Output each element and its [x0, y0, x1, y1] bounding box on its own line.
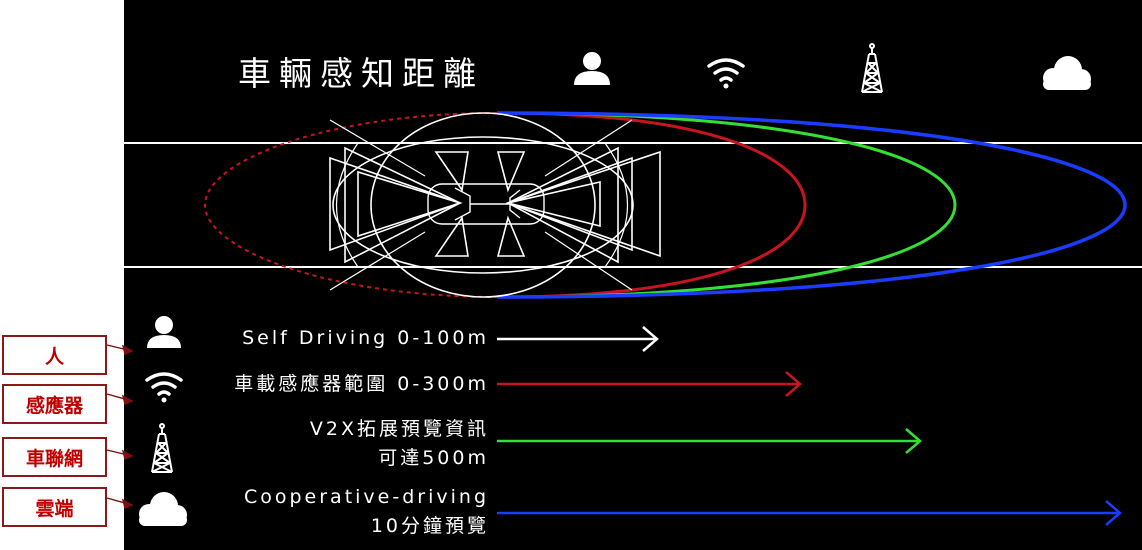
- diagram-panel: [124, 0, 1142, 550]
- legend-label-line1: Cooperative-driving: [244, 486, 489, 508]
- sensor-field: [329, 112, 661, 298]
- legend-row-self-driving: Self Driving 0-100m: [147, 316, 659, 352]
- callout-sensor: 感應器: [2, 384, 107, 424]
- wifi-icon: [145, 372, 183, 403]
- arrow-head: [1105, 500, 1122, 526]
- legend-label-line2: 可達500m: [378, 447, 489, 469]
- tower-icon: [861, 43, 883, 93]
- person-icon: [147, 316, 181, 348]
- range-curve-cloud: [496, 111, 1127, 299]
- callout-person: 人: [2, 335, 107, 375]
- cloud-icon: [139, 492, 187, 526]
- legend-row-cloud: Cooperative-driving 10分鐘預覽: [139, 486, 1122, 537]
- arrow-head: [642, 326, 659, 352]
- legend-label: 車載感應器範圍 0-300m: [234, 372, 489, 395]
- callout-cloud: 雲端: [2, 487, 107, 527]
- range-curve-sensor: [496, 111, 807, 299]
- arrow-head: [905, 428, 922, 454]
- callout-connectors: [106, 344, 134, 509]
- range-curve-v2x: [496, 111, 957, 299]
- legend-row-sensor: 車載感應器範圍 0-300m: [145, 371, 802, 403]
- tower-icon: [151, 423, 173, 473]
- legend-row-v2x: V2X拓展預覽資訊 可達500m: [151, 418, 922, 473]
- callout-v2x: 車聯網: [2, 437, 107, 477]
- rear-range-dashed: [203, 112, 498, 298]
- cloud-icon: [1043, 56, 1091, 90]
- car-icon: [427, 183, 545, 225]
- wifi-icon: [707, 58, 745, 89]
- legend-label: Self Driving 0-100m: [242, 327, 489, 349]
- arrow-head: [785, 371, 802, 397]
- legend-label-line1: V2X拓展預覽資訊: [310, 418, 489, 440]
- person-icon: [574, 52, 610, 85]
- diagram-title: 車輛感知距離: [238, 54, 484, 93]
- legend-label-line2: 10分鐘預覽: [371, 515, 489, 537]
